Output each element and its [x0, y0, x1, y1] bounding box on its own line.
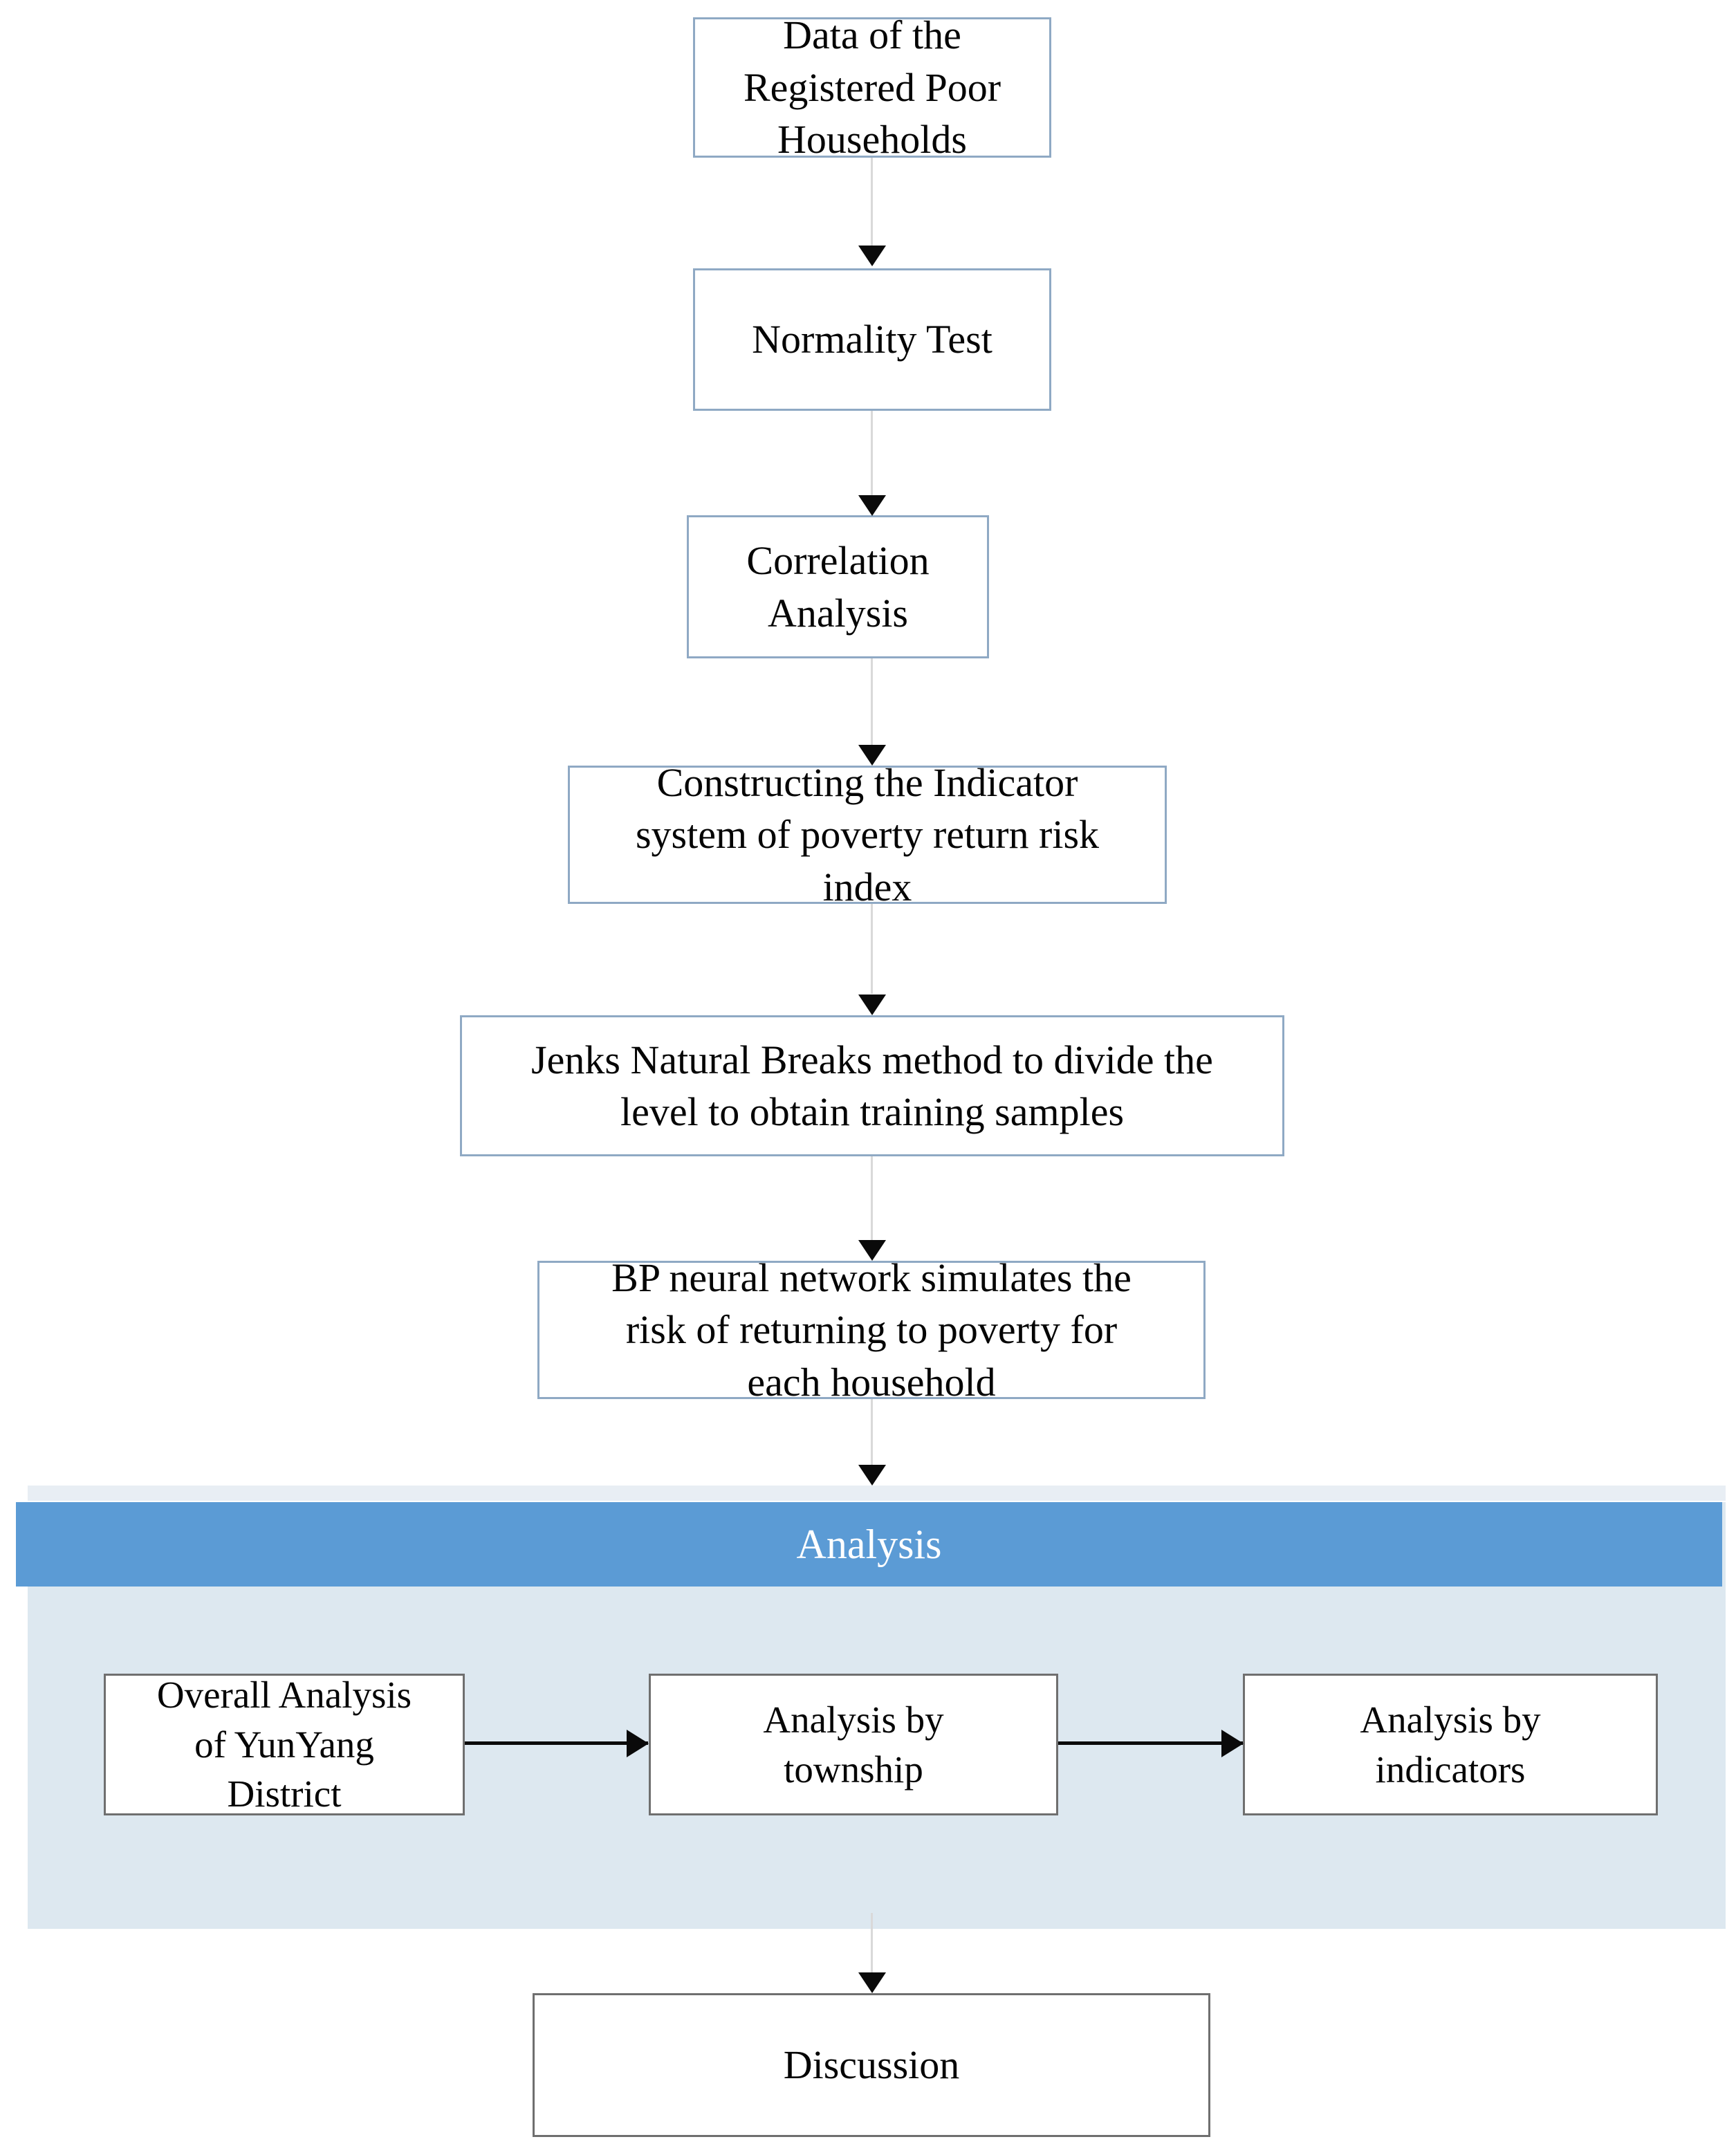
connector-arrowhead-2 [858, 495, 886, 516]
connector-arrowhead-8 [627, 1730, 649, 1757]
node-overall-analysis-yunyang-district[interactable]: Overall Analysis of YunYang District [104, 1674, 465, 1815]
node-normality-test[interactable]: Normality Test [693, 268, 1051, 411]
node-label: Overall Analysis of YunYang District [156, 1674, 412, 1815]
node-label: Correlation Analysis [746, 538, 930, 636]
node-label: Data of the Registered Poor Households [743, 12, 1001, 163]
node-analysis-by-township[interactable]: Analysis by township [649, 1674, 1058, 1815]
node-label: Jenks Natural Breaks method to divide th… [531, 1037, 1213, 1134]
node-label: Analysis by indicators [1360, 1699, 1541, 1791]
node-data-registered-poor-households[interactable]: Data of the Registered Poor Households [693, 12, 1051, 162]
node-jenks-natural-breaks[interactable]: Jenks Natural Breaks method to divide th… [460, 1015, 1284, 1156]
connector-arrowhead-6 [858, 1465, 886, 1486]
analysis-group-top-strip [28, 1486, 1726, 1501]
node-constructing-indicator-system[interactable]: Constructing the Indicator system of pov… [568, 760, 1167, 909]
connector-arrowhead-1 [858, 246, 886, 266]
connector-line-2 [871, 411, 873, 499]
node-label: Analysis by township [763, 1699, 944, 1791]
connector-arrowhead-5 [858, 1240, 886, 1261]
node-correlation-analysis[interactable]: Correlation Analysis [687, 515, 989, 658]
analysis-group-header-label: Analysis [796, 1522, 942, 1567]
analysis-group-header: Analysis [16, 1502, 1722, 1587]
connector-line-8 [465, 1741, 648, 1745]
node-bp-neural-network[interactable]: BP neural network simulates the risk of … [537, 1255, 1206, 1405]
node-label: Constructing the Indicator system of pov… [635, 759, 1100, 909]
connector-arrowhead-3 [858, 745, 886, 766]
node-discussion[interactable]: Discussion [533, 1993, 1210, 2137]
node-analysis-by-indicators[interactable]: Analysis by indicators [1243, 1674, 1658, 1815]
connector-arrowhead-7 [858, 1972, 886, 1993]
connector-arrowhead-9 [1221, 1730, 1244, 1757]
connector-arrowhead-4 [858, 995, 886, 1015]
connector-line-1 [871, 158, 873, 248]
node-label: BP neural network simulates the risk of … [611, 1255, 1132, 1405]
connector-line-6 [871, 1399, 873, 1468]
connector-line-5 [871, 1156, 873, 1242]
node-label: Normality Test [752, 317, 992, 362]
connector-line-7 [871, 1913, 873, 1975]
connector-line-9 [1058, 1741, 1243, 1745]
connector-line-3 [871, 658, 873, 745]
node-label: Discussion [783, 2042, 960, 2088]
connector-line-4 [871, 904, 873, 994]
